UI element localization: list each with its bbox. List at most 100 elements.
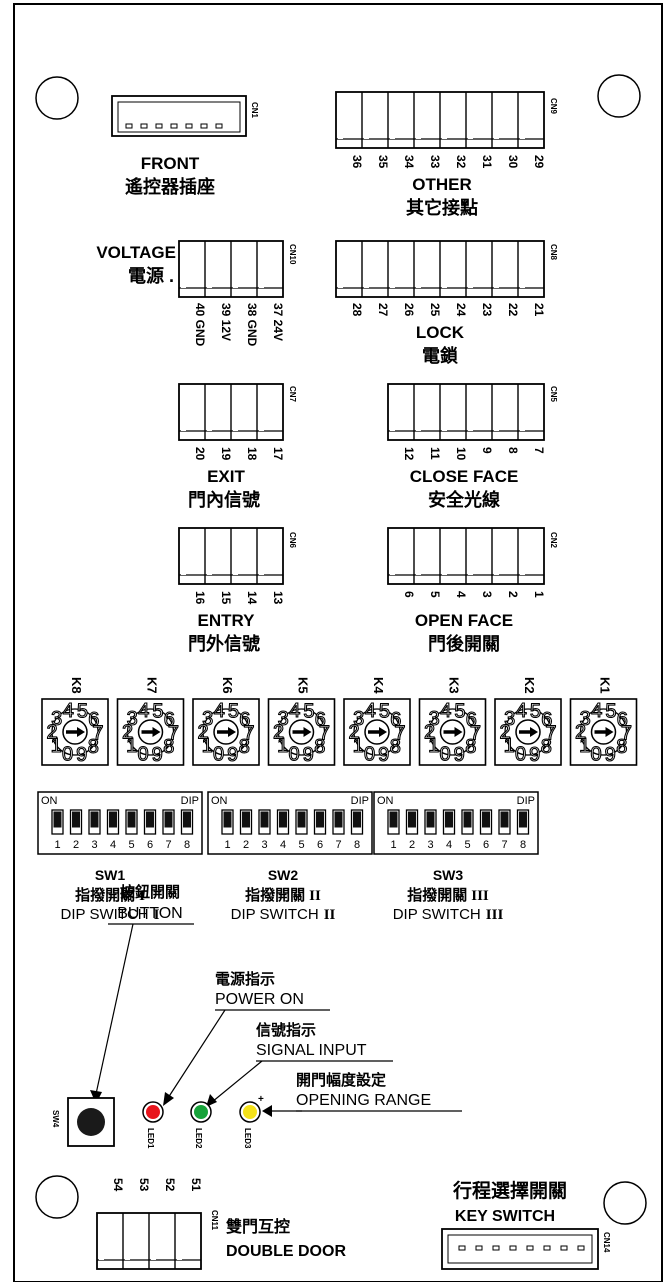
dip-label-zh-text: 指撥開關 <box>245 886 305 904</box>
cn2-terminal-gap <box>494 572 499 575</box>
led2-leader-line <box>211 1060 263 1103</box>
cn8-label-zh: 電鎖 <box>422 345 459 366</box>
cn5-terminal-gap <box>442 428 447 431</box>
rotary-digit: 6 <box>315 709 326 731</box>
cn8-terminal-gap <box>416 285 421 288</box>
dip-toggle-lever <box>72 811 80 828</box>
cn5-pin-label: 11 <box>428 447 442 460</box>
cn14-pin <box>509 1245 517 1251</box>
cn2-id: CN2 <box>549 532 558 549</box>
cn5-label-en: CLOSE FACE <box>410 467 519 486</box>
cn7-pin-label: 17 <box>271 447 285 461</box>
rotary-dial-ring <box>202 708 250 756</box>
cn8-pin-label: 26 <box>402 303 416 317</box>
rotary-dial-ring <box>353 708 401 756</box>
rotary-pointer-arrow-icon <box>152 727 161 737</box>
cn5-id: CN5 <box>549 386 558 403</box>
dip-toggle-lever <box>53 811 62 828</box>
rotary-digit: 6 <box>164 709 175 731</box>
rotary-digit: 4 <box>365 700 376 722</box>
rotary-digit: 7 <box>545 722 556 744</box>
cn8-terminal-gap <box>442 285 447 288</box>
cn7-id: CN7 <box>288 386 297 403</box>
dip-label-en-text: DIP SWITCH <box>231 906 319 923</box>
cn8-pin-label: 25 <box>428 303 442 317</box>
rotary-digit: 7 <box>168 722 179 744</box>
cn10-pin-label: 37 24V <box>271 303 285 341</box>
cn5-terminal-gap <box>468 428 473 431</box>
cn7-label-en: EXIT <box>207 467 245 486</box>
cn2-terminal-gap <box>520 572 525 575</box>
button-arrow-head <box>90 1090 102 1104</box>
cn9-pin-label: 31 <box>480 155 494 169</box>
rotary-digit: 8 <box>541 736 552 758</box>
rotary-digit: 6 <box>466 709 477 731</box>
cn10-terminal-block <box>178 240 284 298</box>
dip-number: 4 <box>446 839 452 851</box>
cn5-terminal-gap <box>520 428 525 431</box>
cn5-pin-label: 10 <box>454 447 468 461</box>
button-id: SW4 <box>51 1110 60 1128</box>
cn1-pin <box>170 123 178 129</box>
rotary-digit: 0 <box>137 744 148 766</box>
led-led3: 開門幅度設定 OPENING RANGE + LED3 <box>239 1071 462 1149</box>
cn5-terminal-gap <box>416 428 421 431</box>
dip-number: 2 <box>243 839 249 851</box>
cn5-terminal-gap <box>494 428 499 431</box>
button-cap[interactable] <box>77 1108 105 1136</box>
dip-id: SW2 <box>268 867 299 883</box>
cn9-pin-label: 30 <box>506 155 520 169</box>
rotary-digit: 0 <box>590 744 601 766</box>
dip-toggle-lever <box>353 811 361 828</box>
led2-label-en: SIGNAL INPUT <box>256 1042 367 1059</box>
rotary-digit: 9 <box>454 744 465 766</box>
cn8-terminal-gap <box>390 285 395 288</box>
rotary-digit: 0 <box>213 744 224 766</box>
cn10-label-zh: 電源 . <box>128 265 174 286</box>
cn8-pin-label: 27 <box>376 303 390 317</box>
rotary-digit: 1 <box>579 735 590 757</box>
dip-housing <box>37 791 203 855</box>
cn11-terminal-block <box>96 1212 202 1270</box>
cn8-terminal-gap <box>520 285 525 288</box>
rotary-label: K3 <box>447 677 462 694</box>
dip-brand-label: DIP <box>181 795 199 807</box>
rotary-pointer-arrow-icon <box>303 727 312 737</box>
cn1-pin <box>125 123 133 129</box>
dip-toggle-lever <box>146 811 154 828</box>
cn6-label-en: ENTRY <box>198 611 256 630</box>
dip-label-en-text: DIP SWITCH <box>61 906 149 923</box>
rotary-label: K4 <box>371 677 386 694</box>
cn14-pin <box>560 1245 568 1251</box>
led3-arrow-head <box>262 1105 272 1117</box>
cn2-terminal-gap <box>442 572 447 575</box>
rotary-digit: 4 <box>214 700 225 722</box>
cn1-pin <box>215 123 223 129</box>
dip-number: 2 <box>73 839 79 851</box>
rotary-label: K5 <box>296 677 311 694</box>
cn9-pin-label: 35 <box>376 155 390 169</box>
rotary-digit: 6 <box>239 709 250 731</box>
led3-id: LED3 <box>243 1128 252 1149</box>
button-body[interactable] <box>67 1097 115 1147</box>
dip-id: SW3 <box>433 867 464 883</box>
rotary-label: K7 <box>145 677 160 694</box>
cn8-id: CN8 <box>549 244 558 261</box>
cn2-label-zh: 門後開關 <box>428 633 500 654</box>
dip-toggle-lever <box>242 811 250 828</box>
